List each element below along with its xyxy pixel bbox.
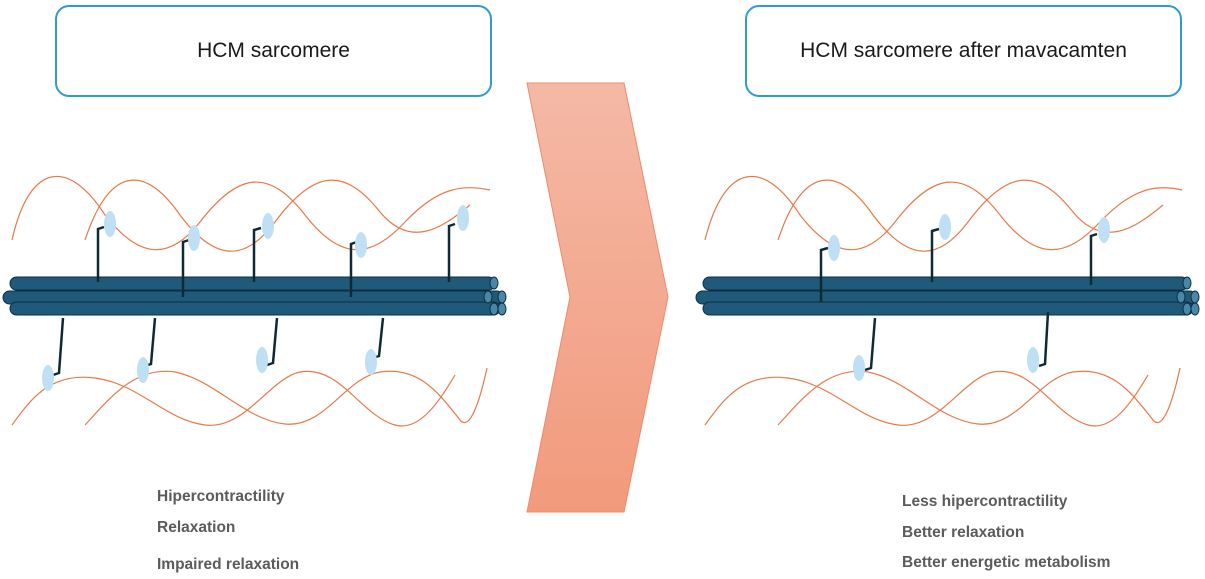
myosin-head-icon — [828, 235, 840, 261]
after-mavacamten-title: HCM sarcomere after mavacamten — [800, 39, 1127, 62]
actin-filament-icon — [11, 175, 491, 251]
right-label-3: Better energetic metabolism — [902, 554, 1111, 571]
actin-filament-icon — [777, 179, 1164, 252]
actin-filament-icon — [777, 367, 1181, 426]
actin-filament-icon — [704, 370, 1149, 427]
myosin-head-icon — [256, 347, 268, 373]
myosin-head-icon — [365, 349, 377, 375]
left-label-1: Hipercontractility — [157, 488, 285, 505]
left-sarcomere — [11, 175, 491, 427]
right-cross-bridges — [819, 214, 1110, 381]
left-myosin-bundle — [2, 276, 507, 316]
myosin-head-icon — [188, 225, 200, 251]
hcm-sarcomere-title-box: HCM sarcomere — [55, 5, 492, 97]
right-label-2: Better relaxation — [902, 524, 1025, 541]
hcm-sarcomere-title: HCM sarcomere — [197, 39, 350, 62]
myosin-head-icon — [262, 213, 274, 239]
myosin-head-icon — [939, 214, 951, 240]
myosin-head-icon — [457, 205, 469, 231]
right-myosin-bundle — [695, 276, 1200, 316]
chevron-arrow-icon — [526, 82, 669, 513]
myosin-head-icon — [104, 211, 116, 237]
actin-filament-icon — [84, 367, 488, 426]
left-label-3: Impaired relaxation — [157, 556, 300, 573]
left-label-2: Relaxation — [157, 519, 236, 536]
myosin-head-icon — [42, 365, 54, 391]
after-mavacamten-title-box: HCM sarcomere after mavacamten — [745, 5, 1182, 97]
myosin-head-icon — [853, 355, 865, 381]
myosin-head-icon — [137, 357, 149, 383]
actin-filament-icon — [11, 370, 456, 427]
myosin-head-icon — [1098, 217, 1110, 243]
myosin-head-icon — [355, 232, 367, 258]
right-label-1: Less hipercontractility — [902, 493, 1068, 510]
myosin-head-icon — [1027, 347, 1039, 373]
actin-filament-icon — [84, 179, 471, 252]
left-cross-bridges — [42, 205, 469, 391]
